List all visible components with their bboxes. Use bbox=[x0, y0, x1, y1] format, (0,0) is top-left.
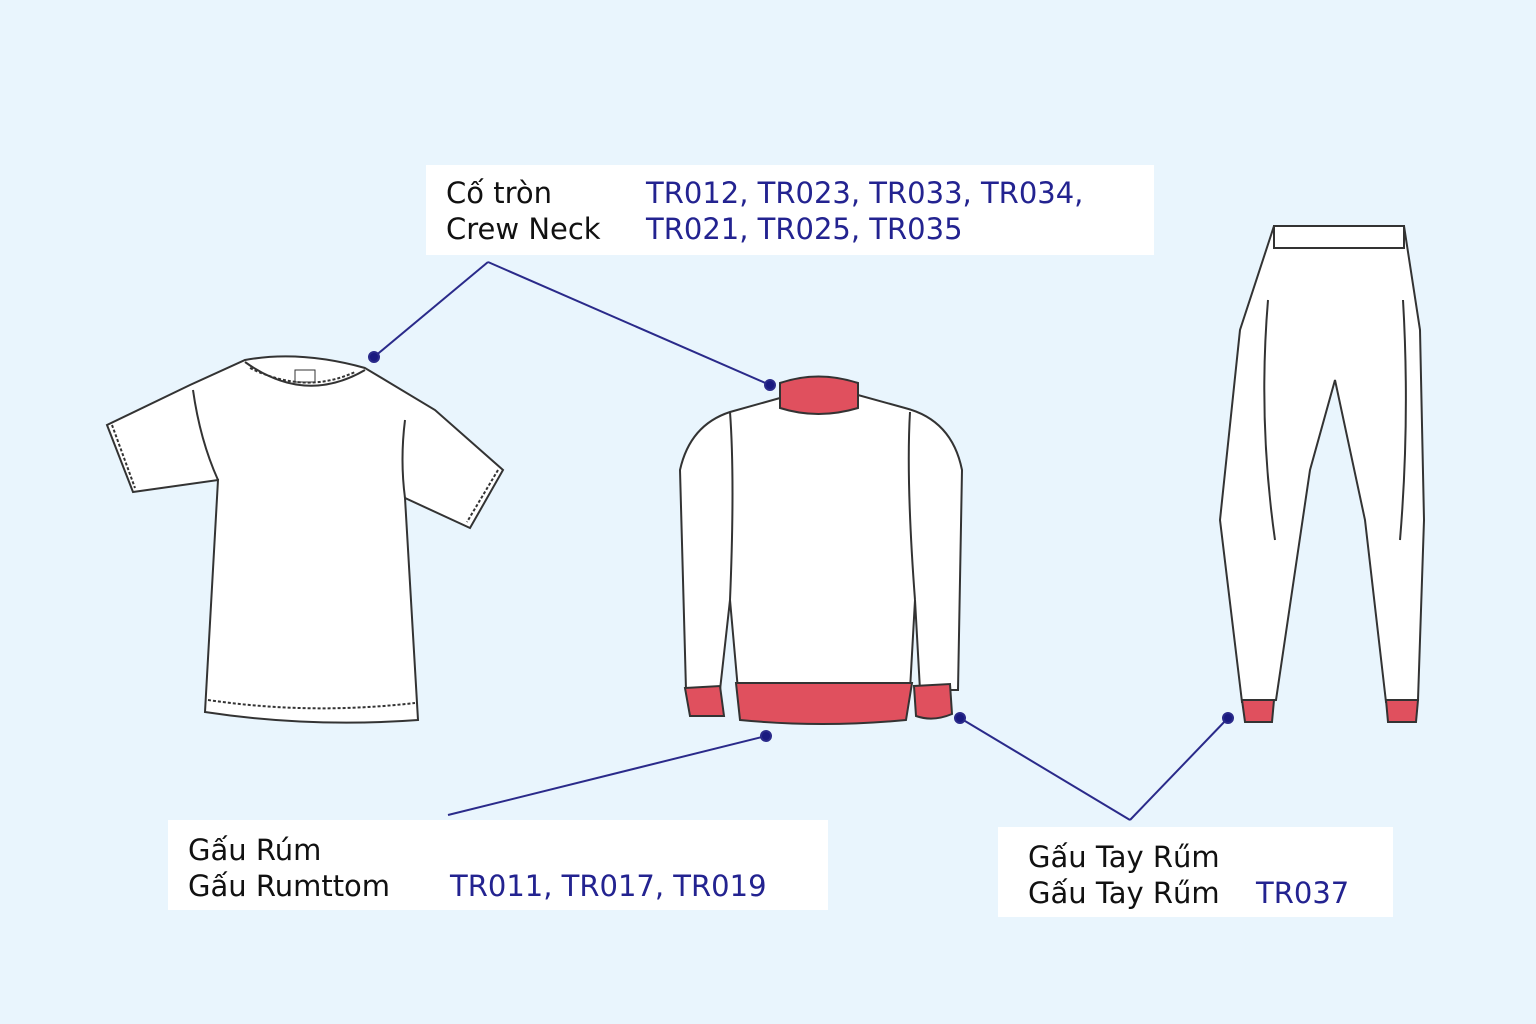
bottom-rib-label-box: Gấu Rúm Gấu Rumttom TR011, TR017, TR019 bbox=[168, 820, 828, 910]
marker-dot bbox=[368, 351, 380, 363]
pants-drawing bbox=[1218, 225, 1426, 723]
crew-neck-codes-line1: TR012, TR023, TR033, TR034, bbox=[646, 176, 1084, 210]
sweater-drawing bbox=[678, 375, 964, 725]
crew-neck-label-box: Cố tròn TR012, TR023, TR033, TR034, Crew … bbox=[426, 165, 1154, 255]
bottom-rib-codes: TR011, TR017, TR019 bbox=[450, 869, 767, 903]
crew-neck-codes-line2: TR021, TR025, TR035 bbox=[646, 212, 963, 246]
crew-neck-label-en: Crew Neck bbox=[446, 212, 601, 246]
bottom-rib-label-2: Gấu Rumttom bbox=[188, 869, 391, 903]
marker-dot bbox=[760, 730, 772, 742]
marker-dot bbox=[764, 379, 776, 391]
leader-lines bbox=[368, 261, 1234, 821]
marker-dot bbox=[1222, 712, 1234, 724]
tshirt-drawing bbox=[105, 355, 505, 724]
cuff-rib-label-2: Gấu Tay Rűm bbox=[1028, 876, 1220, 910]
bottom-rib-label-1: Gấu Rúm bbox=[188, 833, 322, 867]
crew-neck-label-vi: Cố tròn bbox=[446, 176, 552, 210]
marker-dot bbox=[954, 712, 966, 724]
cuff-rib-label-1: Gấu Tay Rűm bbox=[1028, 840, 1220, 874]
cuff-rib-codes: TR037 bbox=[1256, 876, 1350, 910]
